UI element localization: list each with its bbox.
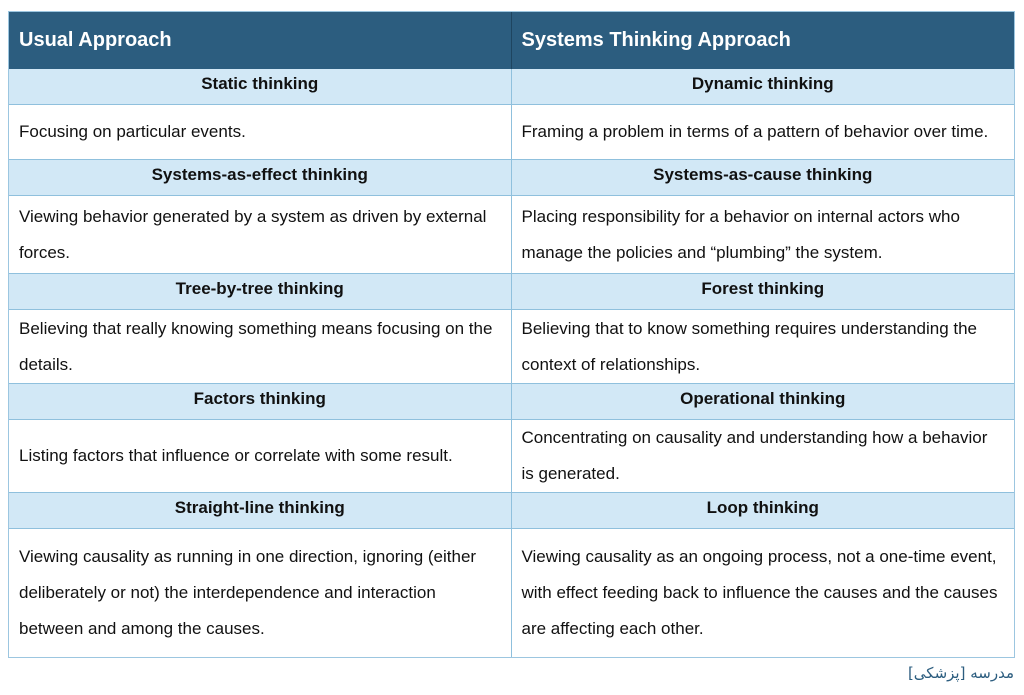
- cell-text: Placing responsibility for a behavior on…: [521, 206, 960, 262]
- cell-text: Believing that really knowing something …: [19, 318, 493, 374]
- cell-left: Focusing on particular events.: [9, 105, 512, 160]
- header-systems-thinking-approach: Systems Thinking Approach: [511, 12, 1014, 69]
- subheader-right: Forest thinking: [511, 274, 1014, 310]
- subheader-right: Systems-as-cause thinking: [511, 160, 1014, 196]
- table-row: Viewing causality as running in one dire…: [9, 529, 1014, 657]
- cell-text: Believing that to know something require…: [521, 318, 978, 374]
- table-row: Believing that really knowing something …: [9, 310, 1014, 384]
- subheader-left: Straight-line thinking: [9, 493, 512, 529]
- cell-right: Concentrating on causality and understan…: [511, 420, 1014, 493]
- subheader-left: Factors thinking: [9, 384, 512, 420]
- subheader-row: Tree-by-tree thinking Forest thinking: [9, 274, 1014, 310]
- cell-text: Listing factors that influence or correl…: [19, 446, 453, 465]
- subheader-right: Loop thinking: [511, 493, 1014, 529]
- table-row: Focusing on particular events. Framing a…: [9, 105, 1014, 160]
- comparison-table: Usual Approach Systems Thinking Approach…: [8, 11, 1015, 658]
- header-usual-approach: Usual Approach: [9, 12, 512, 69]
- cell-text: Concentrating on causality and understan…: [521, 428, 988, 483]
- subheader-left: Tree-by-tree thinking: [9, 274, 512, 310]
- cell-left: Listing factors that influence or correl…: [9, 420, 512, 493]
- table-row: Listing factors that influence or correl…: [9, 420, 1014, 493]
- subheader-row: Factors thinking Operational thinking: [9, 384, 1014, 420]
- cell-right: Believing that to know something require…: [511, 310, 1014, 384]
- subheader-right: Operational thinking: [511, 384, 1014, 420]
- cell-right: Viewing causality as an ongoing process,…: [511, 529, 1014, 657]
- cell-text: Viewing causality as running in one dire…: [19, 547, 477, 638]
- cell-text: Focusing on particular events.: [19, 122, 246, 141]
- subheader-right: Dynamic thinking: [511, 69, 1014, 105]
- table-header-row: Usual Approach Systems Thinking Approach: [9, 12, 1014, 69]
- cell-text: Framing a problem in terms of a pattern …: [521, 122, 989, 141]
- table-row: Viewing behavior generated by a system a…: [9, 196, 1014, 274]
- cell-text: Viewing causality as an ongoing process,…: [521, 547, 998, 638]
- cell-text: Viewing behavior generated by a system a…: [19, 206, 487, 262]
- cell-right: Framing a problem in terms of a pattern …: [511, 105, 1014, 160]
- subheader-row: Static thinking Dynamic thinking: [9, 69, 1014, 105]
- subheader-row: Straight-line thinking Loop thinking: [9, 493, 1014, 529]
- subheader-left: Systems-as-effect thinking: [9, 160, 512, 196]
- subheader-left: Static thinking: [9, 69, 512, 105]
- cell-right: Placing responsibility for a behavior on…: [511, 196, 1014, 274]
- cell-left: Viewing behavior generated by a system a…: [9, 196, 512, 274]
- watermark-logo: مدرسه [پزشکی]: [907, 664, 1014, 682]
- subheader-row: Systems-as-effect thinking Systems-as-ca…: [9, 160, 1014, 196]
- cell-left: Believing that really knowing something …: [9, 310, 512, 384]
- cell-left: Viewing causality as running in one dire…: [9, 529, 512, 657]
